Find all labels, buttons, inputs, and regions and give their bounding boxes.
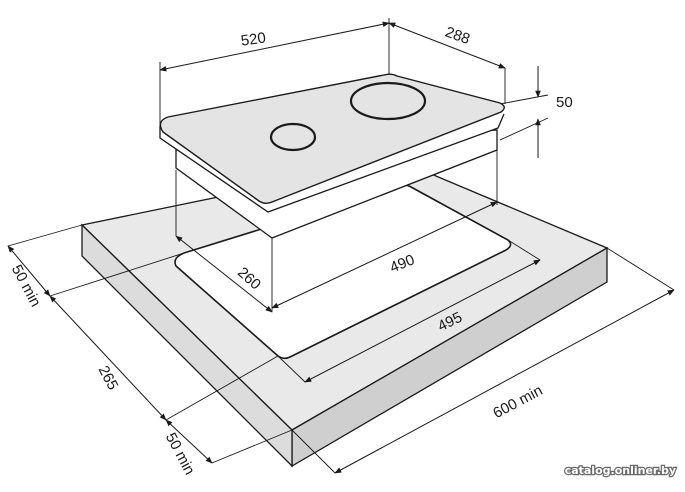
small-cooking-zone bbox=[269, 122, 317, 152]
label-countertop-width: 600 min bbox=[490, 382, 545, 422]
dim-line-back-clearance bbox=[7, 245, 51, 297]
watermark: catalog.onliner.by bbox=[565, 464, 676, 477]
dim-line-left-depth bbox=[49, 295, 167, 421]
dim-line-width bbox=[159, 21, 390, 72]
dim-line-depth bbox=[388, 22, 506, 69]
hob bbox=[159, 73, 505, 239]
dim-line-cutout-depth bbox=[175, 235, 273, 313]
dim-line-countertop-width bbox=[334, 289, 675, 474]
label-hob-height: 50 bbox=[556, 94, 573, 111]
large-cooking-zone bbox=[349, 81, 427, 121]
dimension-lines bbox=[7, 21, 675, 474]
label-hob-width: 520 bbox=[240, 29, 267, 49]
label-back-clearance: 50 min bbox=[8, 262, 44, 310]
countertop-left-face bbox=[81, 223, 293, 468]
label-hob-depth: 288 bbox=[443, 24, 472, 49]
dim-line-front-clearance bbox=[165, 419, 213, 464]
label-front-clearance: 50 min bbox=[162, 430, 198, 478]
